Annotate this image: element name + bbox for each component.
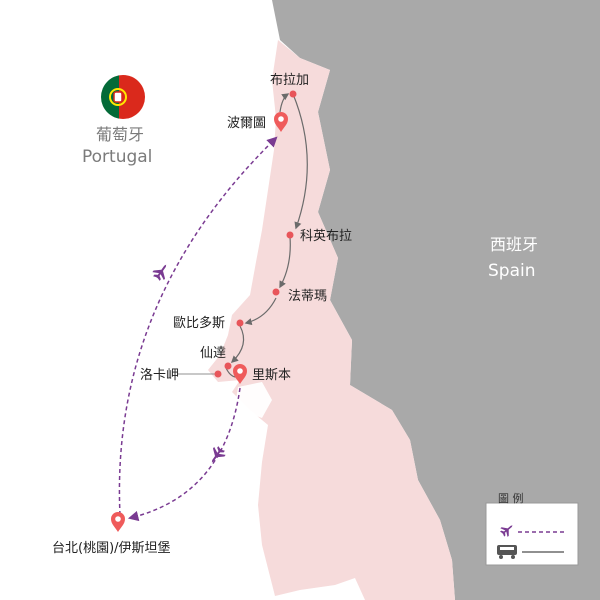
route-porto-braga (279, 93, 290, 113)
label-sintra: 仙達 (200, 346, 226, 361)
flight-routes (118, 136, 278, 522)
label-porto: 波爾圖 (227, 116, 266, 131)
label-obidos: 歐比多斯 (173, 315, 225, 331)
route-coimbra-fatima (279, 236, 291, 289)
city-dots (214, 90, 297, 378)
portugal-name-en: Portugal (82, 147, 152, 167)
spain-land (272, 0, 600, 600)
city-dot-obidos (236, 319, 244, 327)
city-dot-coimbra (286, 231, 294, 239)
route-fatima-obidos (244, 297, 277, 326)
route-braga-coimbra (292, 93, 308, 230)
origin-pin-icon (111, 512, 125, 532)
airplane-icon (150, 260, 172, 283)
route-obidos-sintra (230, 325, 245, 363)
legend: 圖 例 (485, 491, 579, 566)
spain-name-cn: 西班牙 (490, 235, 538, 254)
spain-name-en: Spain (488, 261, 536, 281)
flight-lisbon-origin (127, 387, 241, 522)
city-dot-cabo-da-roca (214, 370, 222, 378)
label-cabo-da-roca: 洛卡岬 (140, 368, 179, 383)
legend-title: 圖 例 (498, 491, 524, 505)
label-fatima: 法蒂瑪 (288, 289, 327, 304)
label-braga: 布拉加 (270, 73, 309, 88)
city-dot-sintra (224, 362, 232, 370)
airplane-icon (206, 444, 228, 467)
legend-bus-icon (497, 545, 517, 559)
label-origin: 台北(桃園)/伊斯坦堡 (52, 540, 171, 556)
city-dot-fatima (272, 288, 280, 296)
flight-origin-porto (118, 136, 278, 516)
city-dot-braga (289, 90, 297, 98)
tagus-estuary (236, 382, 272, 418)
portugal-land (208, 40, 455, 600)
portugal-flag-icon (101, 75, 145, 119)
label-lisbon: 里斯本 (252, 368, 291, 383)
label-coimbra: 科英布拉 (300, 229, 352, 244)
portugal-name-cn: 葡萄牙 (96, 125, 144, 144)
